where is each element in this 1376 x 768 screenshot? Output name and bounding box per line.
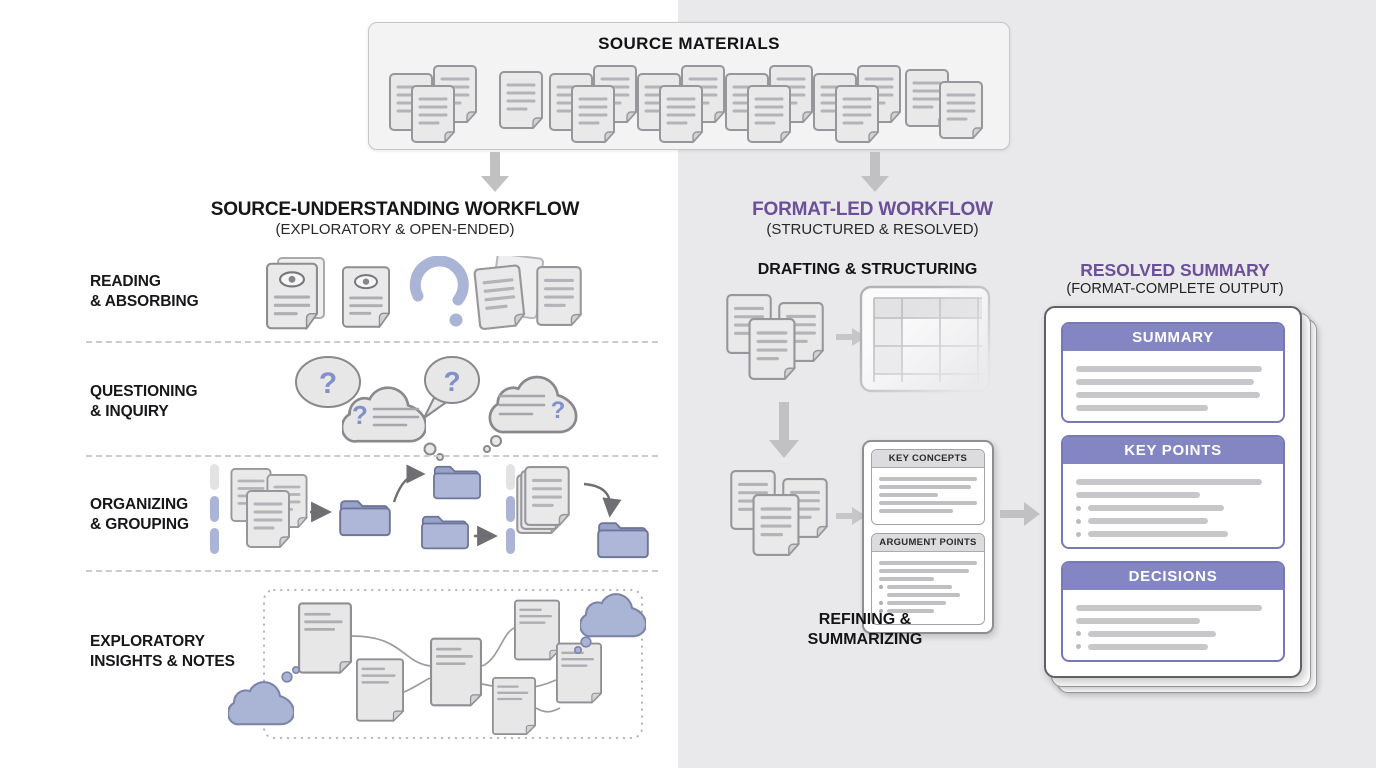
text-line-placeholder xyxy=(879,493,938,497)
text-line-placeholder xyxy=(879,577,934,581)
question-hook-icon xyxy=(409,256,469,306)
note-card-icon xyxy=(514,599,560,661)
text-line-placeholder xyxy=(879,569,970,573)
arrow-down-icon xyxy=(481,152,509,192)
cloud-icon xyxy=(228,666,301,726)
row-label-reading: READING & ABSORBING xyxy=(90,273,199,311)
left-workflow-subtitle: (EXPLORATORY & OPEN-ENDED) xyxy=(275,221,515,238)
note-card-icon xyxy=(356,657,404,723)
table-grid-icon xyxy=(858,284,992,394)
arrow-down-icon xyxy=(769,402,799,458)
source-materials-title: SOURCE MATERIALS xyxy=(598,34,780,53)
decisions-header: DECISIONS xyxy=(1063,562,1283,590)
summary-header: SUMMARY xyxy=(1063,324,1283,351)
summary-section: SUMMARY xyxy=(1061,322,1285,424)
argument-points-section: ARGUMENT POINTS xyxy=(871,533,985,625)
thought-bubble-icon xyxy=(295,356,361,408)
decisions-body xyxy=(1063,590,1283,660)
text-line-placeholder xyxy=(879,477,977,481)
insights-network xyxy=(263,589,643,739)
bullet-line-placeholder xyxy=(879,609,977,613)
svg-text:?: ? xyxy=(352,400,368,430)
bullet-line-placeholder xyxy=(1076,531,1270,538)
svg-text:?: ? xyxy=(443,366,460,397)
argument-points-body xyxy=(872,552,984,624)
key-points-section: KEY POINTS xyxy=(1061,435,1285,549)
bullet-line-placeholder xyxy=(1076,505,1270,512)
folder-icon xyxy=(339,500,391,537)
reading-icons xyxy=(266,256,582,331)
key-concepts-section: KEY CONCEPTS xyxy=(871,449,985,525)
folder-icon xyxy=(597,522,649,559)
key-points-body xyxy=(1063,464,1283,546)
text-line-placeholder xyxy=(1076,492,1201,499)
bullet-line-placeholder xyxy=(1076,643,1270,650)
bullet-line-placeholder xyxy=(1076,518,1270,525)
row-separator xyxy=(86,455,658,457)
svg-text:?: ? xyxy=(551,397,566,424)
curved-arrow-icon xyxy=(583,482,622,518)
drafting-documents-icons xyxy=(726,294,824,380)
note-card-icon xyxy=(492,676,536,736)
svg-text:?: ? xyxy=(319,367,337,400)
row-separator xyxy=(86,341,658,343)
refining-step-label: REFINING & SUMMARIZING xyxy=(807,611,923,648)
curved-arrow-icon xyxy=(392,464,426,503)
text-line-placeholder xyxy=(879,485,972,489)
row-separator xyxy=(86,570,658,572)
source-materials-box: SOURCE MATERIALS xyxy=(368,22,1010,150)
folder-icon xyxy=(421,515,469,550)
text-line-placeholder xyxy=(879,501,977,505)
text-line-placeholder xyxy=(1076,392,1261,398)
refining-documents-icons xyxy=(730,470,828,556)
bullet-line-placeholder xyxy=(1076,630,1270,637)
argument-points-header: ARGUMENT POINTS xyxy=(872,534,984,552)
right-workflow-subtitle: (STRUCTURED & RESOLVED) xyxy=(766,221,979,238)
text-line-placeholder xyxy=(1076,379,1255,385)
text-line-placeholder xyxy=(1076,366,1263,372)
questioning-icons: ? ? ? ? xyxy=(295,356,578,461)
arrow-right-icon xyxy=(836,507,866,525)
key-concepts-body xyxy=(872,468,984,524)
right-workflow-title: FORMAT-LED WORKFLOW xyxy=(752,199,993,220)
text-line-placeholder xyxy=(1076,617,1201,624)
text-line-placeholder xyxy=(879,561,977,565)
source-documents-icons xyxy=(389,65,983,143)
output-subtitle: (FORMAT-COMPLETE OUTPUT) xyxy=(1066,281,1284,297)
decisions-section: DECISIONS xyxy=(1061,560,1285,662)
divider-pills-icon xyxy=(506,464,515,554)
row-label-insights: EXPLORATORY INSIGHTS & NOTES xyxy=(90,633,235,671)
bullet-line-placeholder xyxy=(879,601,977,605)
row-label-organizing: ORGANIZING & GROUPING xyxy=(90,496,189,534)
arrow-down-icon xyxy=(861,152,889,192)
resolved-summary-panel: SUMMARY KEY POINTS DECISIONS xyxy=(1044,306,1302,678)
drafting-step-label: DRAFTING & STRUCTURING xyxy=(757,261,978,278)
text-line-placeholder xyxy=(1076,405,1208,411)
output-title: RESOLVED SUMMARY xyxy=(1080,260,1270,280)
folder-icon xyxy=(433,465,481,500)
left-workflow-title: SOURCE-UNDERSTANDING WORKFLOW xyxy=(210,199,580,220)
text-line-placeholder xyxy=(1076,479,1263,486)
key-points-header: KEY POINTS xyxy=(1063,437,1283,465)
cloud-icon xyxy=(574,593,646,654)
bullet-line-placeholder xyxy=(879,585,977,589)
organizing-icons xyxy=(210,464,649,559)
bullet-line-placeholder xyxy=(879,593,977,597)
refine-output-card: KEY CONCEPTS ARGUMENT POINTS xyxy=(862,440,994,634)
summary-body xyxy=(1063,351,1283,421)
text-line-placeholder xyxy=(1076,604,1263,611)
arrow-right-icon xyxy=(1000,502,1040,526)
note-card-icon xyxy=(430,637,482,707)
text-line-placeholder xyxy=(879,509,954,513)
row-label-questioning: QUESTIONING & INQUIRY xyxy=(90,383,198,421)
divider-pills-icon xyxy=(210,464,219,554)
key-concepts-header: KEY CONCEPTS xyxy=(872,450,984,468)
